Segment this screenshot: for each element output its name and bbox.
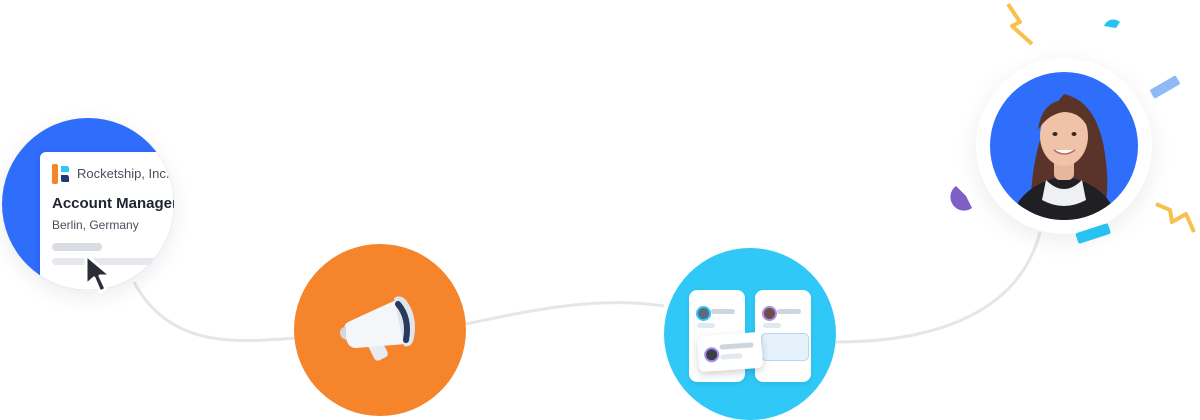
text-line-placeholder	[52, 258, 174, 265]
text-line-placeholder	[697, 323, 715, 328]
person-avatar	[990, 72, 1138, 220]
job-card[interactable]: Rocketship, Inc. Account Manager Berlin,…	[40, 152, 174, 290]
announce-node	[294, 244, 466, 416]
text-line-placeholder	[711, 309, 735, 314]
hire-node	[976, 58, 1152, 234]
job-location: Berlin, Germany	[52, 218, 139, 232]
job-post-node: Rocketship, Inc. Account Manager Berlin,…	[2, 118, 174, 290]
megaphone-icon	[340, 296, 415, 361]
company-name: Rocketship, Inc.	[77, 166, 170, 181]
apply-button-placeholder[interactable]	[52, 243, 102, 251]
text-line-placeholder	[777, 309, 801, 314]
cursor-icon	[84, 253, 113, 294]
applicants-board-node	[664, 248, 836, 420]
drop-slot	[761, 333, 809, 361]
person-portrait-icon	[1010, 94, 1118, 220]
job-title: Account Manager	[52, 195, 174, 212]
applicant-avatar	[762, 306, 777, 321]
applicant-avatar	[696, 306, 711, 321]
company-logo-icon	[52, 164, 69, 184]
text-line-placeholder	[763, 323, 781, 328]
